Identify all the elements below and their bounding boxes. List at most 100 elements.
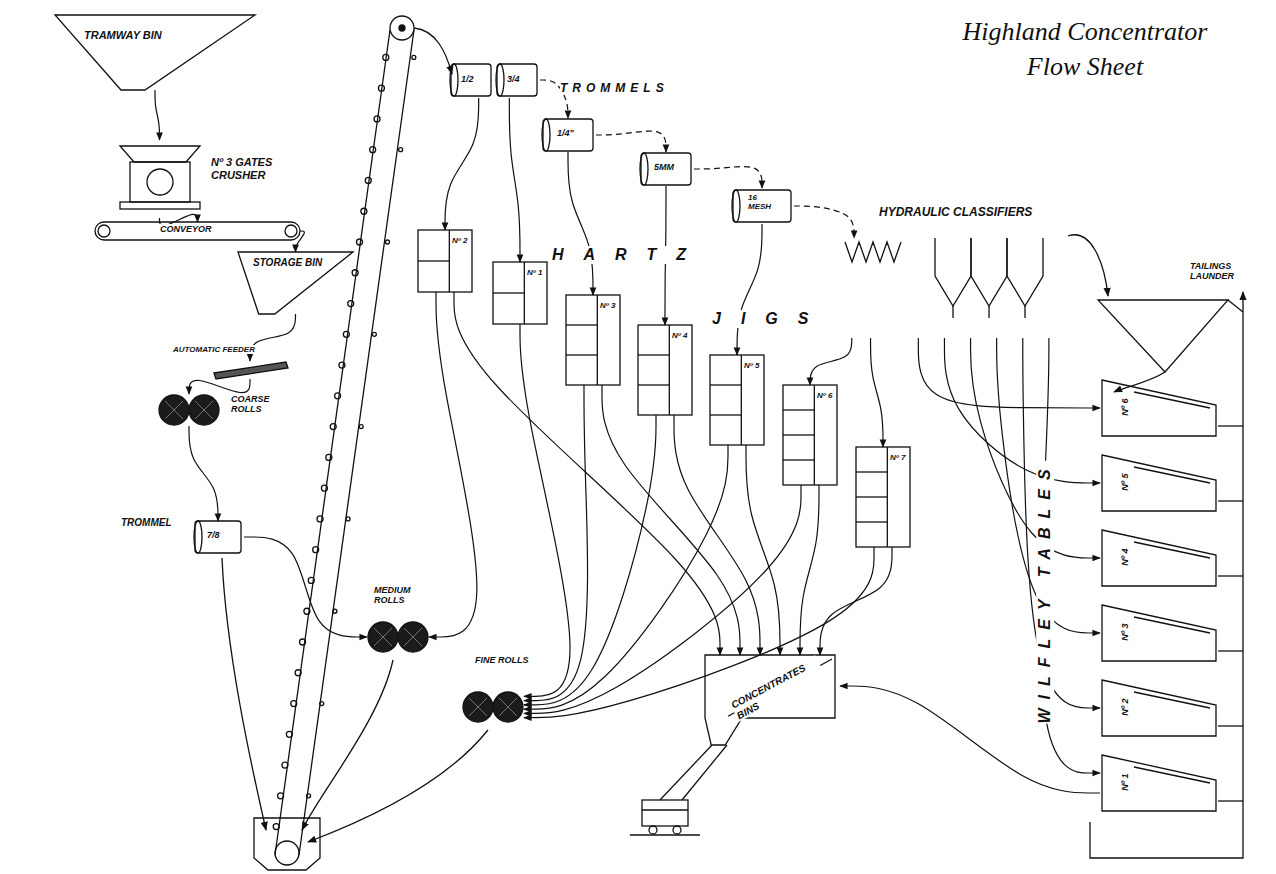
hartz-jig: Nº 7 bbox=[856, 447, 910, 547]
bucket bbox=[357, 239, 363, 245]
drum-end bbox=[194, 521, 202, 553]
boot-pulley bbox=[275, 841, 299, 865]
jig-outline bbox=[856, 447, 910, 547]
node-label: TROMMEL bbox=[120, 517, 173, 529]
ore-bin: TRAMWAY BIN bbox=[55, 15, 255, 90]
hopper-outline bbox=[238, 252, 353, 314]
bucket bbox=[313, 547, 319, 553]
jig-outline bbox=[638, 325, 692, 415]
node-label: STORAGE BIN bbox=[252, 257, 323, 269]
node-label: 3/4 bbox=[506, 74, 521, 84]
drum-body bbox=[641, 153, 691, 185]
table-deck bbox=[1102, 680, 1216, 736]
bucket bbox=[308, 577, 314, 583]
jig-outline bbox=[710, 355, 764, 445]
flow-line bbox=[871, 338, 883, 447]
jig-compartment bbox=[710, 384, 741, 385]
flow-line bbox=[737, 224, 762, 355]
node-label: Nº 1 bbox=[526, 268, 543, 277]
drum-end bbox=[732, 190, 740, 222]
flow-line bbox=[820, 547, 892, 655]
node-label: Nº 3 bbox=[1120, 623, 1130, 642]
bucket bbox=[326, 454, 332, 460]
jig-outline bbox=[493, 262, 547, 324]
node-outline bbox=[840, 206, 1075, 338]
belt-pulley bbox=[285, 225, 297, 237]
node-label: Nº 5 bbox=[1120, 473, 1130, 492]
roll-hatch bbox=[499, 698, 517, 716]
drum-end bbox=[640, 153, 648, 185]
trommel: 1/23/4 bbox=[448, 62, 540, 98]
jig-compartment bbox=[783, 459, 814, 460]
table-deck bbox=[1102, 530, 1216, 586]
node-label: 5MM bbox=[653, 162, 675, 172]
bucket bbox=[291, 701, 297, 707]
belt-outline bbox=[95, 222, 300, 240]
bucket bbox=[374, 116, 380, 122]
table-riffle bbox=[1134, 767, 1210, 783]
classifier-spigot bbox=[1024, 306, 1025, 318]
belt-pulley bbox=[98, 225, 110, 237]
drum-end bbox=[496, 64, 504, 96]
crusher: Nº 3 GATES CRUSHER bbox=[112, 140, 327, 218]
bin-chute bbox=[682, 745, 727, 800]
bucket bbox=[295, 670, 301, 676]
table-deck bbox=[1102, 755, 1216, 811]
flow-sheet-title: Highland Concentrator Flow Sheet bbox=[955, 14, 1215, 84]
table-riffle bbox=[1134, 467, 1210, 483]
elevator-discharge bbox=[414, 28, 452, 74]
concentrates-bin: CONCENTRATES BINS bbox=[700, 655, 840, 745]
node-label: Nº 2 bbox=[451, 236, 468, 245]
bucket bbox=[412, 55, 416, 59]
table-tailings-line bbox=[1218, 725, 1243, 726]
rail bbox=[630, 834, 700, 835]
flow-line bbox=[840, 686, 1100, 793]
wilfley-table: Nº 1 bbox=[1100, 753, 1218, 813]
node-label: Nº 3 GATES CRUSHER bbox=[210, 156, 322, 181]
roll bbox=[398, 622, 428, 652]
node-label: MEDIUM ROLLS bbox=[373, 585, 437, 606]
flow-line bbox=[810, 338, 852, 385]
crusher-base bbox=[120, 202, 200, 209]
tailings-cone bbox=[1098, 300, 1228, 372]
jig-compartment bbox=[856, 521, 887, 522]
roll-hatch bbox=[195, 401, 213, 419]
jig-compartment bbox=[638, 354, 669, 355]
node-label: HYDRAULIC CLASSIFIERS bbox=[878, 206, 1033, 220]
flow-line bbox=[524, 415, 656, 705]
section-label: HARTZ bbox=[552, 246, 706, 264]
drum-end bbox=[542, 119, 550, 151]
flow-line bbox=[189, 379, 250, 394]
table-tailings-line bbox=[1218, 575, 1243, 576]
head-pulley bbox=[390, 16, 414, 40]
table-tailings-line bbox=[1218, 650, 1243, 651]
node-outline bbox=[1100, 378, 1218, 438]
crusher-body bbox=[130, 162, 190, 202]
jig-compartment bbox=[638, 384, 669, 385]
elevator-belt bbox=[275, 30, 390, 855]
section-label: TROMMELS bbox=[560, 82, 669, 95]
wilfley-table: Nº 2 bbox=[1100, 678, 1218, 738]
jig-divider bbox=[669, 325, 670, 415]
node-label: 16 MESH bbox=[747, 193, 781, 211]
node-outline bbox=[55, 15, 255, 90]
flow-line bbox=[509, 98, 520, 262]
flow-line bbox=[454, 292, 720, 655]
bucket bbox=[317, 516, 323, 522]
roll-hatch bbox=[469, 698, 487, 716]
bucket bbox=[348, 301, 354, 307]
flow-line bbox=[800, 485, 819, 655]
wilfley-table: Nº 3 bbox=[1100, 603, 1218, 663]
cone-spigot-line bbox=[1114, 372, 1165, 392]
flow-line bbox=[524, 485, 801, 713]
jig-outline bbox=[783, 385, 837, 485]
jig-divider bbox=[741, 355, 742, 445]
drum-body bbox=[733, 190, 791, 222]
drum-body bbox=[195, 521, 241, 553]
node-label: CONVEYOR bbox=[159, 224, 213, 234]
elevator-belt bbox=[299, 30, 414, 855]
elevator-boot bbox=[254, 818, 320, 870]
bucket bbox=[286, 731, 292, 737]
